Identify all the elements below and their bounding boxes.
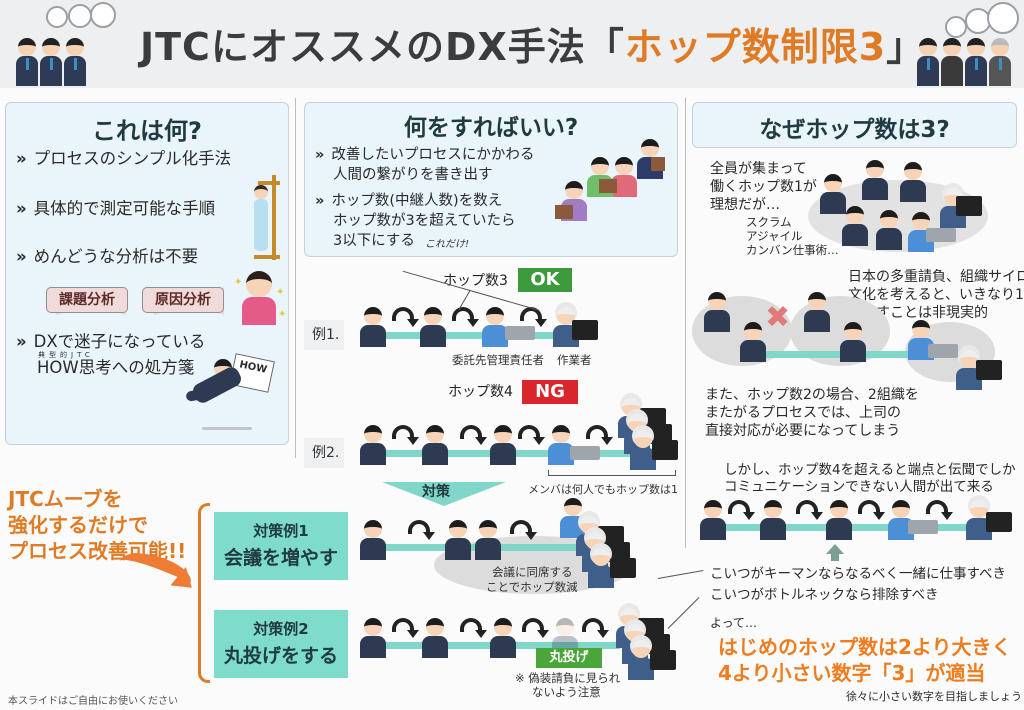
example-label: 例1. (304, 320, 344, 350)
hop-arrow (392, 307, 419, 327)
box-relay-illustration (555, 135, 665, 245)
panel-title: これは何? (92, 117, 202, 145)
ng-badge: NG (522, 380, 578, 404)
bullet-item: »プロセスのシンプル化手法 (16, 149, 232, 168)
people-left-illustration (10, 2, 116, 86)
people-right-illustration (915, 2, 1020, 86)
countermeasure-case-2: 対策例2 丸投げをする (214, 610, 348, 678)
hop-arrow (586, 425, 613, 445)
brace-bracket (198, 503, 210, 683)
happy-woman-illustration: ✦ ✦ ✦ (234, 269, 286, 329)
bullet-item: »ホップ数(中継人数)を数え (315, 193, 503, 209)
hop-arrow (582, 618, 609, 638)
hop-arrow (452, 307, 479, 327)
bullet-item: »改善したいプロセスにかかわる (315, 147, 535, 163)
meeting-note: ことでホップ数減 (486, 580, 578, 594)
cross-icon: ✖ (765, 300, 791, 335)
countermeasure-arrow (382, 482, 506, 506)
marunage-badge: 丸投げ (536, 648, 602, 668)
column-divider (295, 98, 296, 458)
tag-root-cause-analysis: 原因分析 (142, 287, 224, 313)
flow-line (370, 332, 580, 339)
aside-note: これだけ! (425, 239, 470, 250)
ok-badge: OK (518, 268, 572, 292)
example-label: 例2. (304, 438, 344, 468)
up-arrow-icon (826, 544, 844, 554)
caution-note: ※ 偽装請負に見られ (515, 671, 621, 685)
hop-count-label: ホップ数3 (443, 273, 508, 289)
ruby-text: 典型的JTC (38, 351, 94, 359)
keyman-note: こいつがキーマンならなるべく一緒に仕事すべき (710, 566, 1007, 582)
bottleneck-note: こいつがボトルネックなら排除すべき (710, 587, 939, 603)
meeting-note: 会議に同席する (492, 565, 573, 579)
caution-note: ないよう注意 (532, 685, 601, 699)
bullet-item-continued: 人間の繋がりを書き出す (333, 167, 493, 183)
bullet-item-continued: HOW思考への処方箋 (37, 358, 195, 377)
member-note: メンバは何人でもホップ数は1 (528, 483, 678, 496)
title-highlight: ホップ数制限3 (624, 25, 887, 69)
hop-arrow (728, 500, 755, 520)
bracket (548, 470, 676, 476)
conclusion-line: はじめのホップ数は2より大きく (718, 635, 1012, 659)
countermeasure-label: 対策 (422, 484, 450, 500)
hop-count-label: ホップ数4 (448, 384, 513, 400)
conclusion-line: 4より小さい数字「3」が適当 (718, 661, 986, 685)
footer-note: 本スライドはご自由にお使いください (8, 696, 178, 707)
panel-title: 何をすればいい? (403, 115, 579, 141)
bullet-item-continued: ホップ数が3を超えていたら (333, 213, 516, 229)
hop-arrow (408, 520, 435, 540)
tag-issue-analysis: 課題分析 (46, 287, 128, 313)
therefore-label: よって… (710, 616, 758, 630)
pointer-line (657, 570, 704, 579)
header: JTCにオススメのDX手法「ホップ数制限3」 (0, 0, 1024, 88)
hop-arrow (460, 618, 487, 638)
bullet-item: »めんどうな分析は不要 (16, 247, 199, 266)
jtc-move-callout: JTCムーブを 強化するだけで プロセス改善可能!! (8, 487, 187, 563)
bullet-item: »具体的で測定可能な手順 (16, 199, 216, 218)
hop-arrow (510, 520, 537, 540)
hop-arrow (392, 425, 419, 445)
flying-man-how-illustration: HOW (185, 353, 281, 433)
role-caption: 委託先管理責任者 (452, 353, 544, 367)
hint-note: 徐々に小さい数字を目指しましょう (846, 690, 1022, 703)
hop-arrow (520, 307, 547, 327)
pointer-line (667, 597, 700, 629)
hop-arrow (522, 618, 549, 638)
hop-arrow (926, 500, 953, 520)
countermeasure-case-1: 対策例1 会議を増やす (214, 512, 348, 580)
panel-why-three: なぜホップ数は3? (692, 102, 1017, 148)
hop-arrow (858, 500, 885, 520)
hop-arrow (796, 500, 823, 520)
hop-arrow (460, 425, 487, 445)
panel-what-is-it: これは何? »プロセスのシンプル化手法 »具体的で測定可能な手順 »めんどうな分… (5, 102, 289, 445)
page-title: JTCにオススメのDX手法「ホップ数制限3」 (140, 25, 926, 69)
bullet-item-continued: 3以下にする (333, 233, 415, 249)
panel-what-to-do: 何をすればいい? »改善したいプロセスにかかわる 人間の繋がりを書き出す »ホッ… (304, 102, 678, 257)
hop-arrow (392, 618, 419, 638)
height-measure-illustration (250, 175, 282, 260)
column-divider (685, 98, 686, 548)
bullet-item: »DXで迷子になっている (16, 332, 206, 351)
panel-title: なぜホップ数は3? (759, 117, 950, 143)
hop-arrow (518, 425, 545, 445)
role-caption: 作業者 (557, 353, 592, 367)
